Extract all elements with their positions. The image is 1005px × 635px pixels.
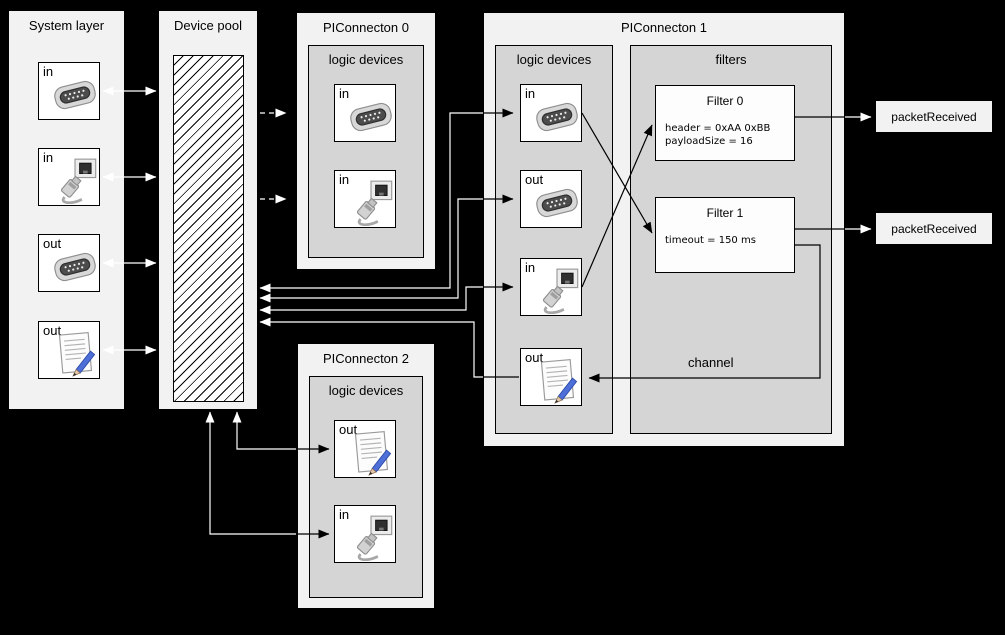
logic-devices-label: logic devices <box>516 52 592 67</box>
system-device-out-document: out <box>38 321 100 379</box>
system-device-in-ethernet: in <box>38 148 100 206</box>
device-label: out <box>525 172 544 187</box>
device-label: in <box>339 507 350 522</box>
filter-0-parameters: header = 0xAA 0xBB payloadSize = 16 <box>665 122 770 148</box>
device-label: in <box>339 86 350 101</box>
wire-pool-p2-out-document <box>232 411 296 450</box>
packet-received-label: packetReceived <box>891 221 977 236</box>
document-icon <box>52 331 98 377</box>
device-pool-title: Device pool <box>174 18 242 33</box>
ethernet-icon <box>348 515 394 561</box>
ethernet-icon <box>534 268 580 314</box>
channel-label: channel <box>688 355 734 370</box>
wire-pool-p1-in-ethernet <box>259 286 483 315</box>
piconnecton1-title: PIConnecton 1 <box>620 20 707 35</box>
p1-device-out-document: out <box>520 348 582 406</box>
p0-device-in-serial: in <box>334 84 396 142</box>
document-icon <box>348 430 394 476</box>
piconnecton2-title: PIConnecton 2 <box>322 351 409 366</box>
device-label: out <box>43 236 62 251</box>
piconnecton2-logic-devices-section: logic devices <box>309 376 423 598</box>
wire-pool-p2-in-ethernet <box>205 411 296 535</box>
filters-label: filters <box>715 52 747 67</box>
ethernet-icon <box>52 158 98 204</box>
ethernet-icon <box>348 180 394 226</box>
serial-port-icon <box>52 244 98 290</box>
device-pool-hatch <box>173 55 244 402</box>
packet-received-label: packetReceived <box>891 109 977 124</box>
filter-1-parameters: timeout = 150 ms <box>665 234 756 247</box>
packet-received-badge-0: packetReceived <box>875 100 993 133</box>
device-label: in <box>43 64 54 79</box>
logic-devices-label: logic devices <box>328 383 404 398</box>
p1-device-out-serial: out <box>520 170 582 228</box>
logic-devices-label: logic devices <box>328 52 404 67</box>
serial-port-icon <box>52 72 98 118</box>
document-icon <box>534 358 580 404</box>
packet-received-badge-1: packetReceived <box>875 212 993 245</box>
system-layer-title: System layer <box>28 18 105 33</box>
system-device-in-serial: in <box>38 62 100 120</box>
p1-device-in-serial: in <box>520 84 582 142</box>
system-device-out-serial: out <box>38 234 100 292</box>
device-label: out <box>525 350 544 365</box>
serial-port-icon <box>534 180 580 226</box>
serial-port-icon <box>348 94 394 140</box>
filter-parameter: payloadSize = 16 <box>665 136 753 147</box>
p1-device-in-ethernet: in <box>520 258 582 316</box>
filter-0-title: Filter 0 <box>706 94 744 108</box>
filter-1-title: Filter 1 <box>706 206 744 220</box>
device-label: out <box>43 323 62 338</box>
p2-device-in-ethernet: in <box>334 505 396 563</box>
filter-0-box: Filter 0 header = 0xAA 0xBB payloadSize … <box>655 85 795 161</box>
device-label: in <box>43 150 54 165</box>
p2-device-out-document: out <box>334 420 396 478</box>
filter-parameter: header = 0xAA 0xBB <box>665 123 771 134</box>
filter-parameter: timeout = 150 ms <box>665 235 756 246</box>
filter-1-box: Filter 1 timeout = 150 ms <box>655 197 795 273</box>
p0-device-in-ethernet: in <box>334 170 396 228</box>
device-label: in <box>525 260 536 275</box>
device-label: in <box>525 86 536 101</box>
serial-port-icon <box>534 94 580 140</box>
device-label: out <box>339 422 358 437</box>
piconnecton0-title: PIConnecton 0 <box>322 20 409 35</box>
